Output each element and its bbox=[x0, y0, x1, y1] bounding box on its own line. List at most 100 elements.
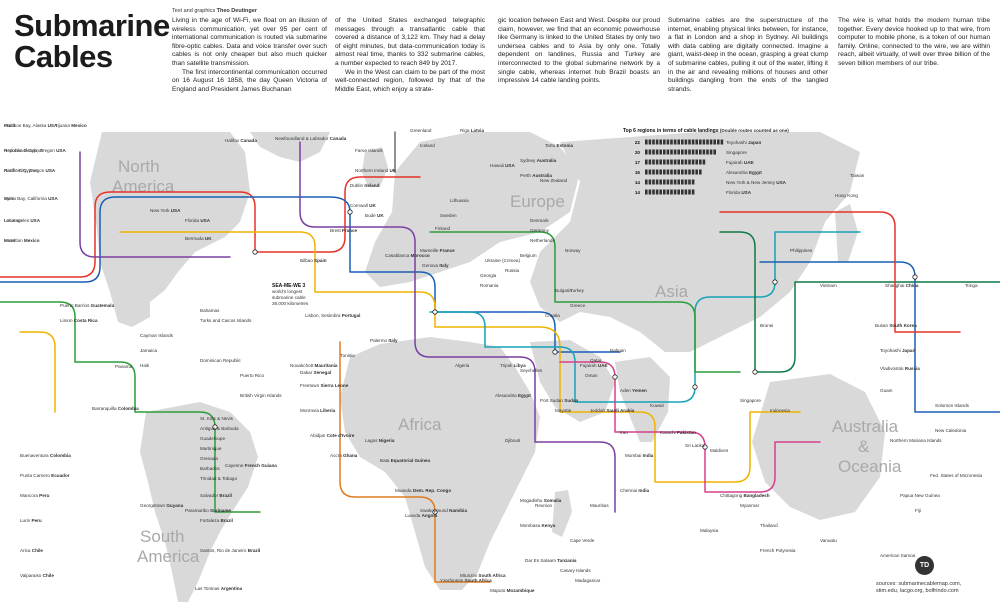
inset-dot bbox=[666, 189, 670, 195]
landing-label: Thailand bbox=[760, 523, 778, 528]
inset-dot bbox=[699, 159, 702, 165]
station-marker bbox=[432, 309, 438, 315]
landing-label: Abidjan Cote d'Ivoire bbox=[310, 433, 355, 438]
cable-route bbox=[299, 141, 616, 513]
south-america-landmass bbox=[140, 402, 258, 602]
inset-dot bbox=[670, 159, 673, 165]
landing-label: Pacific City, Oregon USA bbox=[4, 168, 56, 173]
inset-dot bbox=[684, 179, 688, 185]
inset-label: Florida USA bbox=[726, 190, 752, 195]
inset-dot bbox=[688, 179, 691, 185]
inset-dot bbox=[659, 149, 662, 155]
landing-label: Buenaventura Colombia bbox=[20, 453, 71, 458]
inset-dot bbox=[720, 139, 724, 145]
inset-dot bbox=[666, 159, 670, 165]
landing-label: New Zealand bbox=[540, 178, 568, 183]
inset-label: Singapore bbox=[726, 150, 747, 155]
inset-dot bbox=[663, 149, 666, 155]
inset-dot bbox=[702, 159, 706, 165]
inset-dot bbox=[691, 169, 695, 175]
inset-dot bbox=[659, 179, 662, 185]
landing-label: Los Angeles USA bbox=[4, 218, 41, 223]
landing-label: Hong Kong bbox=[835, 193, 858, 198]
region-labels: North America Europe Asia Africa South A… bbox=[112, 157, 903, 566]
inset-value: 17 bbox=[635, 160, 641, 165]
landing-label: Georgia bbox=[480, 273, 497, 278]
landing-label: Sydney Australia bbox=[520, 158, 557, 163]
sources: sources: submarinecablemap.com, stim.edu… bbox=[876, 581, 986, 595]
inset-dot bbox=[659, 169, 662, 175]
landing-label: Barranquilla Colombia bbox=[92, 406, 139, 411]
inset-dot bbox=[688, 189, 691, 195]
station-marker bbox=[552, 349, 558, 355]
inset-dot bbox=[691, 159, 695, 165]
landing-label: Taiwan bbox=[850, 173, 865, 178]
landing-label: Tunisia bbox=[340, 353, 355, 358]
inset-dot bbox=[659, 139, 662, 145]
landing-label: Panama bbox=[115, 364, 133, 369]
landing-label: Nedonna Beach, Oregon USA bbox=[4, 148, 66, 153]
inset-dot bbox=[652, 189, 655, 195]
landing-label: Iceland bbox=[420, 143, 435, 148]
inset-dot bbox=[648, 149, 652, 155]
inset-dot bbox=[702, 139, 706, 145]
cable-routes bbox=[0, 131, 1000, 583]
inset-dot bbox=[645, 179, 648, 185]
landing-label: Northern Mariana Islands bbox=[890, 438, 942, 443]
inset-dot bbox=[688, 149, 691, 155]
inset-dot bbox=[677, 189, 680, 195]
inset-dot bbox=[655, 179, 659, 185]
landing-label: Mtunzini South Africa bbox=[460, 573, 506, 578]
landing-label: Barbados bbox=[200, 466, 220, 471]
station-marker bbox=[702, 444, 708, 450]
inset-dot bbox=[688, 139, 691, 145]
inset-dot bbox=[695, 139, 698, 145]
inset-dot bbox=[688, 159, 691, 165]
region-oceania: Australia & Oceania bbox=[832, 417, 903, 476]
landing-label: Freetown Sierra Leone bbox=[300, 383, 349, 388]
inset-dot bbox=[655, 139, 659, 145]
inset-dot bbox=[673, 189, 677, 195]
inset-dot bbox=[684, 169, 688, 175]
station-marker bbox=[347, 209, 353, 215]
landing-label: Iran bbox=[620, 430, 628, 435]
india-landmass bbox=[615, 357, 670, 442]
landing-label: Bilbao Spain bbox=[300, 258, 327, 263]
landing-label: Tijuana Mexico bbox=[55, 123, 87, 128]
cable-route bbox=[719, 231, 1000, 373]
inset-dot bbox=[666, 149, 670, 155]
region-south-america: South America bbox=[137, 527, 200, 566]
cable-map: North America Europe Asia Africa South A… bbox=[0, 123, 1000, 602]
madagascar-landmass bbox=[552, 490, 572, 537]
landing-label: Myanmar bbox=[740, 503, 760, 508]
landing-label: Brunei bbox=[760, 323, 773, 328]
inset-dot bbox=[648, 189, 652, 195]
inset-dot bbox=[684, 159, 688, 165]
landing-label: Yzerfontein South Africa bbox=[440, 578, 492, 583]
inset-dot bbox=[645, 159, 648, 165]
inset-dot bbox=[670, 189, 673, 195]
landing-label: Accra Ghana bbox=[330, 453, 358, 458]
landing-label: Papua New Guinea bbox=[900, 493, 940, 498]
landing-label: Lebanon bbox=[4, 218, 22, 223]
landing-label: Germany bbox=[530, 228, 550, 233]
landing-label: Casablanca Morocco bbox=[385, 253, 430, 258]
landing-label: Fed. States of Micronesia bbox=[930, 473, 983, 478]
landing-label: Hawaii USA bbox=[490, 163, 515, 168]
inset-dot bbox=[670, 169, 673, 175]
seamewe-name: SEA-ME-WE 3 bbox=[272, 283, 306, 289]
landing-label: Mumbai India bbox=[625, 453, 654, 458]
landing-label: Luanda Angola bbox=[405, 513, 438, 518]
byline-author: Theo Deutinger bbox=[216, 8, 257, 14]
landing-label: Las Toninas Argentina bbox=[195, 586, 243, 591]
inset-dot bbox=[695, 169, 698, 175]
landing-label: Punta Carnero Ecuador bbox=[20, 473, 70, 478]
landing-label: Bermuda UK bbox=[185, 236, 212, 241]
continents bbox=[90, 132, 885, 602]
landing-label: Vietnam bbox=[820, 283, 837, 288]
intro-column-3: gic location between East and West. Desp… bbox=[498, 17, 660, 86]
inset-dot bbox=[681, 149, 684, 155]
